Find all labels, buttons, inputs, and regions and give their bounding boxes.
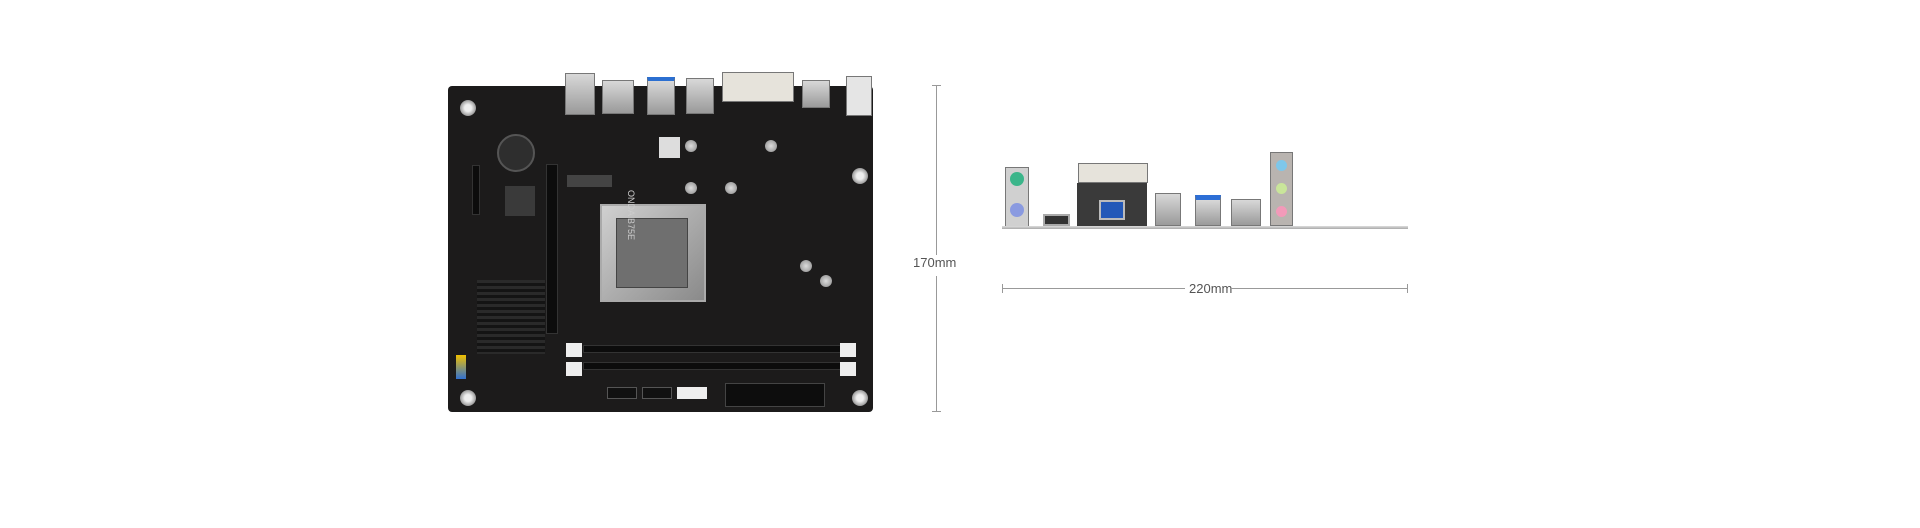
vga-port: [1099, 200, 1125, 220]
m2-slot: [567, 175, 612, 187]
socket-pins: [616, 218, 688, 288]
board-brand-text: ONDA B75E: [626, 190, 636, 240]
ps2-mouse-port: [1010, 172, 1024, 186]
dimm-latch: [840, 362, 856, 376]
io-shield-plate: [1002, 226, 1408, 229]
mic-jack: [1276, 206, 1287, 217]
usb3-ports: [647, 77, 675, 115]
dimension-tick: [932, 411, 941, 412]
cmos-battery: [497, 134, 535, 172]
brand-text: ONDA: [626, 190, 636, 216]
dvi-port: [722, 72, 794, 102]
dimm-slot-1: [583, 345, 853, 353]
mount-hole: [460, 390, 476, 406]
chipset-heatsink: [477, 280, 545, 354]
height-dimension-line: [936, 276, 937, 412]
ps2-keyboard-port: [1010, 203, 1024, 217]
pcie-x16-slot: [546, 164, 558, 334]
sata-port: [642, 387, 672, 399]
line-in-jack: [1276, 160, 1287, 171]
cpu-socket: [600, 204, 706, 302]
pcie-x1-slot: [472, 165, 480, 215]
hdmi-port: [802, 80, 830, 108]
lan-port: [602, 80, 634, 114]
capacitor: [725, 182, 737, 194]
sata-port: [607, 387, 637, 399]
label-sticker: [659, 137, 680, 158]
dimm-slot-2: [583, 362, 853, 370]
mount-hole: [852, 168, 868, 184]
width-dimension-line: [1002, 288, 1185, 289]
capacitor: [765, 140, 777, 152]
atx-power-connector: [725, 383, 825, 407]
hdmi-port: [1043, 214, 1070, 226]
height-dimension-line: [936, 85, 937, 255]
ps2-port-stack: [565, 73, 595, 115]
dimm-latch: [840, 343, 856, 357]
usb2-ports: [1155, 193, 1181, 226]
width-dimension-line: [1230, 288, 1407, 289]
mount-hole: [460, 100, 476, 116]
capacitor: [685, 140, 697, 152]
capacitor: [685, 182, 697, 194]
usb2-ports: [686, 78, 714, 114]
audio-jacks: [846, 76, 872, 116]
dimension-tick: [1407, 284, 1408, 293]
sata-port: [677, 387, 707, 399]
usb3-ports: [1195, 195, 1221, 226]
front-panel-header: [456, 355, 466, 379]
dvi-port: [1078, 163, 1148, 183]
io-chip: [505, 186, 535, 216]
line-out-jack: [1276, 183, 1287, 194]
model-text: B75E: [626, 218, 636, 241]
height-label: 170mm: [913, 255, 957, 270]
dimm-latch: [566, 343, 582, 357]
width-label: 220mm: [1189, 281, 1233, 296]
lan-port: [1231, 199, 1261, 226]
capacitor: [800, 260, 812, 272]
mount-hole: [852, 390, 868, 406]
capacitor: [820, 275, 832, 287]
dimm-latch: [566, 362, 582, 376]
